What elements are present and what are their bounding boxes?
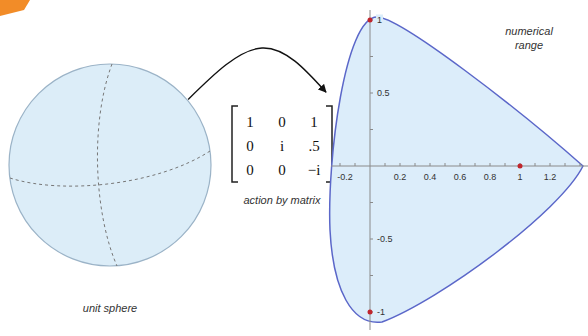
axis-tick [565, 163, 566, 166]
axis-tick-label: 1 [376, 15, 383, 26]
axis-tick-label: -0.5 [376, 234, 394, 245]
matrix-entry: 0 [246, 138, 254, 155]
axis-tick-label: -1 [376, 307, 386, 318]
equator-line [10, 151, 210, 186]
matrix-entry: .5 [308, 138, 319, 155]
sphere-node: unit sphere [8, 63, 212, 267]
axis-tick [430, 163, 431, 166]
matrix-entry: −i [308, 162, 321, 179]
axis-tick [370, 56, 373, 57]
axis-tick [505, 163, 506, 166]
matrix-caption: action by matrix [243, 194, 320, 206]
axis-tick [370, 129, 373, 130]
matrix-entry: 1 [246, 114, 254, 131]
matrix-entry: 0 [246, 162, 254, 179]
axis-tick [445, 163, 446, 166]
mapping-arrow [188, 48, 326, 99]
axis-tick-label: 0.6 [453, 172, 468, 183]
corner-tab [0, 0, 30, 16]
range-node: numerical range [326, 8, 588, 332]
node-outline [326, 8, 588, 332]
node-caption: unit sphere [8, 301, 212, 315]
axis-tick [535, 163, 536, 166]
axis-tick [370, 239, 373, 240]
sphere-outline [9, 64, 211, 266]
matrix-entry: 0 [278, 162, 286, 179]
axis-tick-label: 0.2 [393, 172, 408, 183]
axis-tick [370, 93, 373, 94]
axis-tick [460, 163, 461, 166]
axis-tick-label: 0.4 [423, 172, 438, 183]
meridian-line [97, 64, 117, 266]
axis-tick [340, 163, 341, 166]
axis-tick-label: 0.5 [376, 88, 391, 99]
axis-tick [385, 163, 386, 166]
axis-tick-label: 0.8 [483, 172, 498, 183]
range-outline [330, 17, 583, 322]
eigenvalue-dot [368, 310, 373, 315]
axis-tick [475, 163, 476, 166]
axis-tick [490, 163, 491, 166]
eigenvalue-dot [518, 164, 523, 169]
axis-tick [400, 163, 401, 166]
axis-tick [415, 163, 416, 166]
axis-tick [355, 163, 356, 166]
axis-tick [370, 202, 373, 203]
node-outline [8, 63, 212, 267]
eigenvalue-dot [368, 18, 373, 23]
axis-tick [370, 275, 373, 276]
matrix-entry: i [280, 138, 284, 155]
axis-tick-label: 1 [516, 172, 523, 183]
axis-tick [580, 163, 581, 166]
y-axis [370, 10, 371, 330]
matrix-bracket [232, 106, 238, 182]
axis-tick [550, 163, 551, 166]
axis-tick-label: -0.2 [336, 172, 354, 183]
node-caption: numerical range [498, 24, 560, 52]
matrix-entry: 1 [310, 114, 318, 131]
matrix-entry: 0 [278, 114, 286, 131]
axis-tick-label: 1.2 [543, 172, 558, 183]
